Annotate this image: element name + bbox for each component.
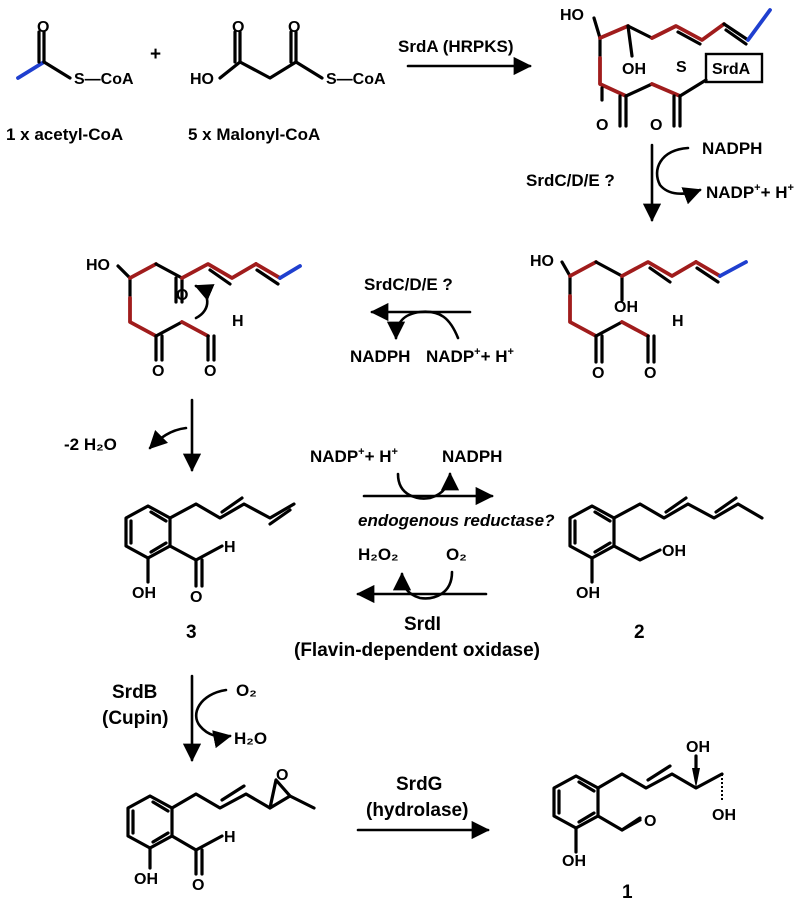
- malonyl-coa-structure: HO O O S—CoA: [190, 19, 386, 88]
- svg-text:OH: OH: [562, 853, 586, 870]
- diketo-aldehyde-intermediate-structure: HO O O O H: [86, 257, 302, 380]
- srdg-enzyme-description: (hydrolase): [366, 800, 468, 821]
- svg-text:O: O: [37, 19, 49, 36]
- svg-text:O: O: [192, 877, 204, 894]
- svg-text:HO: HO: [530, 253, 554, 270]
- svg-text:NADPH: NADPH: [702, 139, 762, 158]
- compound-2-label: 2: [634, 622, 645, 643]
- svg-text:OH: OH: [622, 61, 646, 78]
- plus-sign: +: [150, 44, 161, 65]
- svg-text:O: O: [288, 19, 300, 36]
- acetyl-coa-structure: O S—CoA: [16, 19, 134, 88]
- nadp-label-3: NADP++ H+: [310, 446, 398, 466]
- compound-2-structure: OH OH: [568, 496, 764, 602]
- svg-text:HO: HO: [560, 7, 584, 24]
- svg-text:H: H: [224, 539, 236, 556]
- svg-text:O: O: [596, 117, 608, 134]
- svg-text:OH: OH: [576, 585, 600, 602]
- reductase-label: endogenous reductase?: [358, 511, 555, 530]
- cofactor-curve-5: [194, 688, 232, 749]
- svg-text:O: O: [152, 363, 164, 380]
- dehydration-label: -2 H₂O: [64, 435, 117, 454]
- svg-text:HO: HO: [86, 257, 110, 274]
- svg-text:OH: OH: [132, 585, 156, 602]
- svg-text:OH: OH: [662, 543, 686, 560]
- acetyl-coa-thioester: S—CoA: [74, 71, 134, 88]
- enzyme-tag: SrdA: [712, 61, 751, 78]
- svg-text:OH: OH: [614, 299, 638, 316]
- epoxide-intermediate-structure: O O H OH: [126, 767, 316, 894]
- svg-text:O: O: [644, 365, 656, 382]
- malonyl-coa-label: 5 x Malonyl-CoA: [188, 125, 320, 144]
- svg-text:OH: OH: [134, 871, 158, 888]
- svg-text:O: O: [276, 767, 288, 784]
- acetyl-coa-label: 1 x acetyl-CoA: [6, 125, 123, 144]
- srdcde-label-2: SrdC/D/E ?: [364, 275, 453, 294]
- svg-text:NADPH: NADPH: [350, 347, 410, 366]
- svg-text:O: O: [650, 117, 662, 134]
- srdi-enzyme-label: SrdI: [404, 614, 441, 635]
- compound-3-structure: O H OH: [124, 496, 296, 606]
- compound-1-structure: OH OH O OH: [552, 739, 736, 870]
- compound-1-label: 1: [622, 882, 633, 903]
- srda-bound-polyketide-structure: HO OH O O S SrdA: [560, 7, 772, 134]
- cofactor-curve-4: [392, 570, 454, 600]
- svg-text:OH: OH: [712, 807, 736, 824]
- svg-text:O₂: O₂: [236, 681, 257, 700]
- cofactor-curve-2: [386, 310, 460, 340]
- srda-enzyme-label: SrdA (HRPKS): [398, 37, 514, 56]
- svg-text:O: O: [176, 287, 188, 304]
- srdb-enzyme-description: (Cupin): [102, 708, 168, 729]
- hydroxy-aldehyde-intermediate-structure: HO OH O O H: [530, 253, 748, 382]
- svg-text:H: H: [672, 313, 684, 330]
- svg-text:H₂O: H₂O: [234, 729, 267, 748]
- nadp-label-2: NADP++ H+: [426, 346, 514, 366]
- svg-text:O: O: [190, 589, 202, 606]
- svg-text:NADPH: NADPH: [442, 447, 502, 466]
- svg-text:O: O: [592, 365, 604, 382]
- svg-text:H: H: [232, 313, 244, 330]
- svg-text:O: O: [204, 363, 216, 380]
- compound-3-label: 3: [186, 622, 197, 643]
- cofactor-curve-3: [396, 472, 460, 500]
- nadp-label-1: NADP++ H+: [706, 182, 794, 202]
- malonyl-coa-thioester: S—CoA: [326, 71, 386, 88]
- svg-text:H: H: [224, 829, 236, 846]
- svg-text:O: O: [232, 19, 244, 36]
- svg-text:HO: HO: [190, 71, 214, 88]
- svg-text:O: O: [644, 813, 656, 830]
- srdi-enzyme-description: (Flavin-dependent oxidase): [294, 640, 540, 661]
- water-loss-curve: [148, 426, 188, 450]
- srdcde-label-1: SrdC/D/E ?: [526, 171, 615, 190]
- svg-text:S: S: [676, 59, 687, 76]
- srdb-enzyme-label: SrdB: [112, 682, 157, 703]
- svg-text:O₂: O₂: [446, 545, 467, 564]
- srdg-enzyme-label: SrdG: [396, 774, 442, 795]
- cofactor-curve-1: [655, 146, 702, 205]
- svg-text:OH: OH: [686, 739, 710, 756]
- svg-text:H₂O₂: H₂O₂: [358, 545, 399, 564]
